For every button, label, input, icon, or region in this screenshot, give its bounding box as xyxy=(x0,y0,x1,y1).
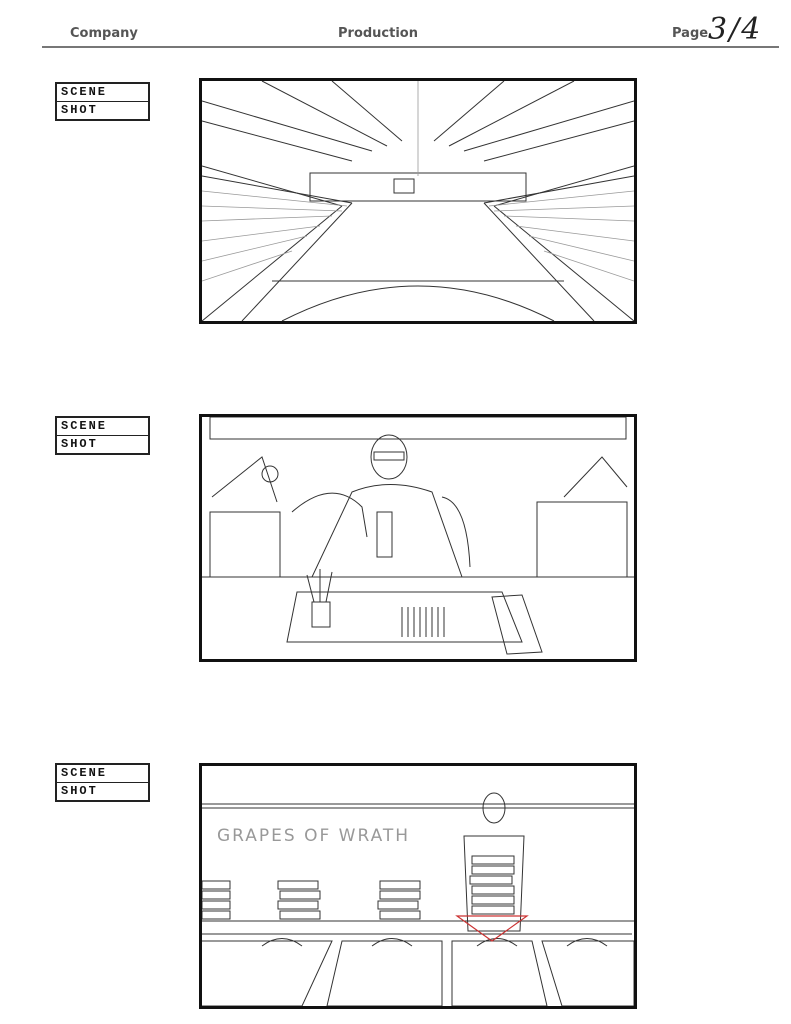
classroom-sketch: GRAPES OF WRATH xyxy=(202,792,634,1006)
shot-label: Shot xyxy=(57,101,148,119)
company-field: Company xyxy=(70,26,138,41)
shot-label: Shot xyxy=(57,782,148,800)
storyboard-panel-3: GRAPES OF WRATH xyxy=(199,763,637,1009)
scene-label: Scene xyxy=(61,85,108,99)
page-number: 3/4 xyxy=(708,12,763,47)
production-field: Production xyxy=(338,26,418,41)
header-divider xyxy=(42,46,779,48)
scene-label: Scene xyxy=(61,419,108,433)
scene-label: Scene xyxy=(61,766,108,780)
gym-sketch xyxy=(202,81,634,321)
scene-shot-label-2: Scene Shot xyxy=(55,416,150,455)
scene-shot-label-1: Scene Shot xyxy=(55,82,150,121)
storyboard-panel-2 xyxy=(199,414,637,662)
storyboard-panel-1 xyxy=(199,78,637,324)
chalkboard-text: GRAPES OF WRATH xyxy=(217,826,410,846)
scene-shot-label-3: Scene Shot xyxy=(55,763,150,802)
shot-label: Shot xyxy=(57,435,148,453)
teacher-desk-sketch xyxy=(202,417,634,655)
page-label: Page xyxy=(672,26,709,41)
